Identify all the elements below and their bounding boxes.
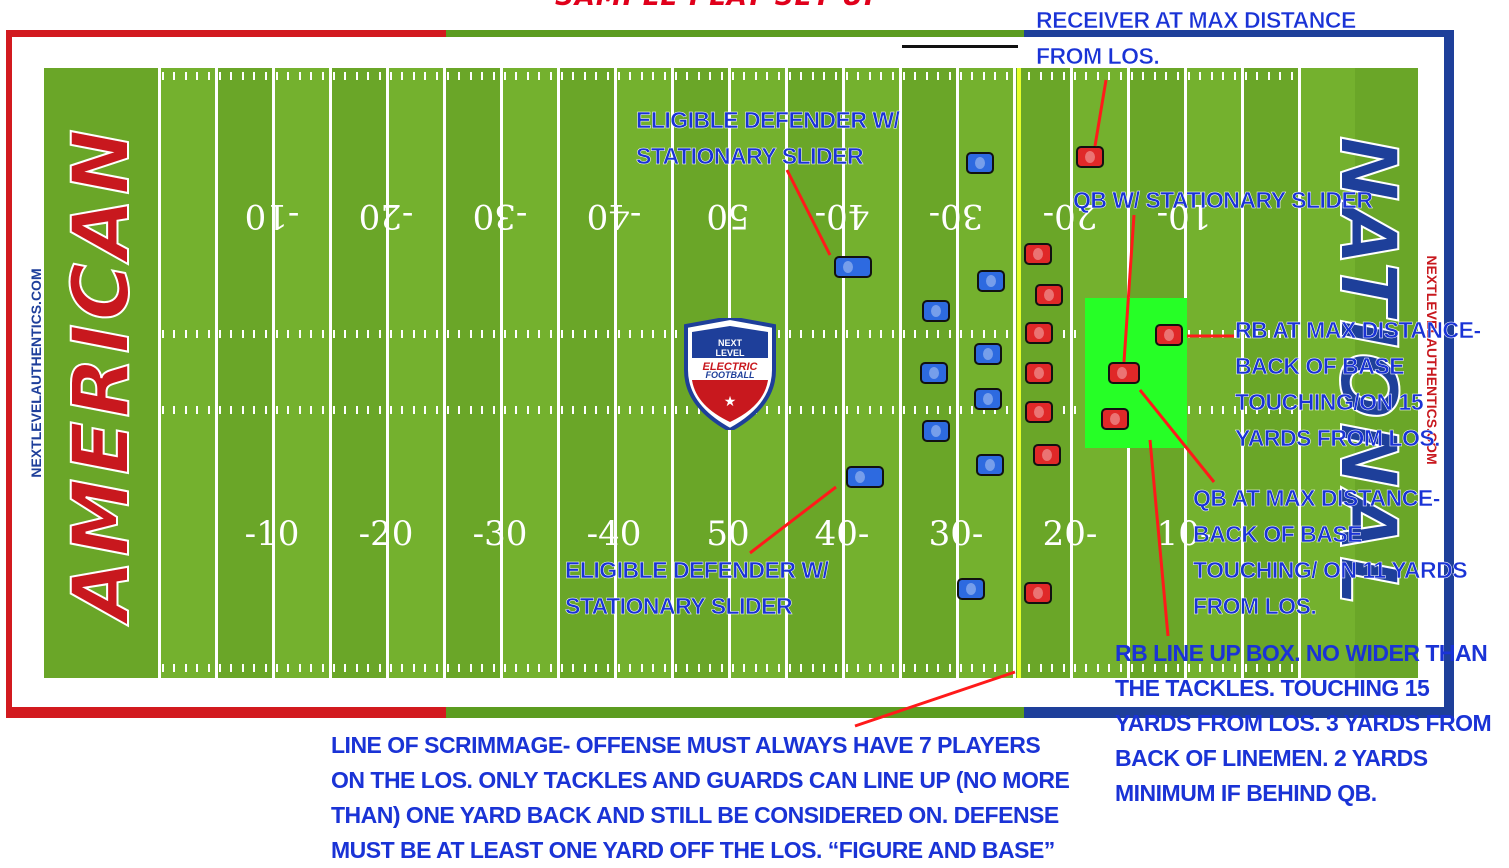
annotation-rb-box: RB LINE UP BOX. NO WIDER THAN THE TACKLE…	[1115, 636, 1491, 811]
annotation-receiver-max: RECEIVER AT MAX DISTANCE FROM LOS.	[1036, 2, 1356, 74]
annotation-defender-top: ELIGIBLE DEFENDER W/ STATIONARY SLIDER	[636, 102, 899, 174]
annotation-defender-bottom: ELIGIBLE DEFENDER W/ STATIONARY SLIDER	[565, 552, 828, 624]
annotation-qb-slider: QB W/ STATIONARY SLIDER	[1073, 182, 1372, 218]
annotation-rb-max: RB AT MAX DISTANCE- BACK OF BASE TOUCHIN…	[1235, 312, 1481, 456]
annotation-line-of-scrimmage: LINE OF SCRIMMAGE- OFFENSE MUST ALWAYS H…	[331, 728, 1069, 868]
pointer-qb-slider	[1124, 215, 1134, 362]
pointer-defender-top	[787, 170, 830, 255]
pointer-rb-box	[1150, 440, 1168, 636]
pointer-los	[855, 672, 1015, 726]
annotation-qb-max: QB AT MAX DISTANCE- BACK OF BASE TOUCHIN…	[1193, 480, 1467, 624]
pointer-receiver	[1095, 80, 1106, 146]
pointer-defender-bottom	[750, 487, 836, 553]
